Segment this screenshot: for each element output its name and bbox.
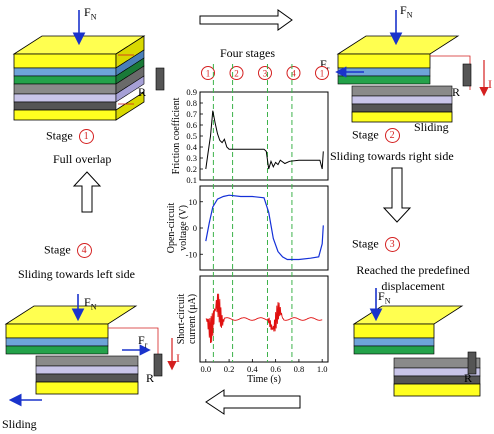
x-tick-label: 0.6 xyxy=(270,364,281,374)
y-tick-label: 0.9 xyxy=(186,87,197,97)
stage-marker: 4 xyxy=(291,69,296,79)
y-tick-label: 0.2 xyxy=(186,164,197,174)
y-tick-label: 0.7 xyxy=(186,109,197,119)
sliding-right-label: Sliding xyxy=(414,120,449,134)
chart-frame xyxy=(199,185,329,271)
stage-1-description: Full overlap xyxy=(53,152,112,166)
current-label-2: I xyxy=(488,77,492,91)
force-symbol: F xyxy=(84,295,91,309)
friction-symbol: F xyxy=(138,333,145,347)
stage-marker-circle xyxy=(286,66,301,80)
friction-series-line xyxy=(205,110,324,170)
y-tick-label: 0 xyxy=(193,223,197,233)
arrow-up xyxy=(72,171,102,213)
y-tick-label: 0.8 xyxy=(186,98,197,108)
friction-subscript: r xyxy=(326,64,330,74)
current-axis-label-line2: current (μA) xyxy=(187,294,198,344)
resistor-label-4: R xyxy=(146,371,155,385)
resistor-label-2: R xyxy=(452,85,461,99)
stage-4-number: 4 xyxy=(76,243,92,258)
stage-2-title: Stage 2 xyxy=(352,128,400,143)
current-label-4: I xyxy=(176,351,180,365)
stage-marker-circle xyxy=(201,66,215,80)
chart-frame xyxy=(199,91,329,181)
stage-word: Stage xyxy=(352,127,379,142)
four-stages-title: Four stages xyxy=(220,46,275,60)
y-tick-label: -10 xyxy=(186,249,197,259)
friction-symbol: F xyxy=(320,57,327,71)
device-stage-4 xyxy=(4,294,177,407)
friction-force-label-2: Fr xyxy=(320,58,329,73)
y-tick-label: 0.1 xyxy=(186,175,197,185)
stage-marker: 1 xyxy=(206,69,211,79)
stage-word: Stage xyxy=(352,236,379,251)
stage-word: Stage xyxy=(44,242,71,257)
device-stage-3 xyxy=(352,288,481,397)
resistor-label-1: R xyxy=(138,85,147,99)
sliding-left-label: Sliding xyxy=(2,417,37,431)
arrow-left xyxy=(205,389,301,415)
x-axis-label: Time (s) xyxy=(247,374,281,385)
force-subscript: N xyxy=(384,296,391,306)
y-tick-label: 0.3 xyxy=(186,153,197,163)
x-tick-label: 0.4 xyxy=(247,364,258,374)
stage-marker-circle xyxy=(315,66,329,80)
force-subscript: N xyxy=(90,12,97,22)
stage-marker: 2 xyxy=(234,69,239,79)
x-tick-label: 0.8 xyxy=(294,364,305,374)
device-stage-2 xyxy=(335,10,489,123)
voltage-axis-label-line1: Open-circuit xyxy=(166,203,177,254)
y-tick-label: 0.4 xyxy=(186,142,197,152)
friction-subscript: r xyxy=(144,340,148,350)
stage-1-number: 1 xyxy=(78,129,94,144)
flow-arrows xyxy=(72,9,412,415)
stage-word: Stage xyxy=(46,128,73,143)
stage-3-number: 3 xyxy=(384,237,400,252)
stage-1-title: Stage 1 xyxy=(46,129,94,144)
stage-marker: 3 xyxy=(263,69,268,79)
normal-force-label-3: FN xyxy=(378,290,390,305)
stage-marker-circle xyxy=(229,66,244,80)
force-symbol: F xyxy=(378,289,385,303)
current-series-line xyxy=(205,293,323,344)
stage-marker: 1 xyxy=(320,69,325,79)
x-tick-label: 0.2 xyxy=(224,364,235,374)
stage-marker-circle xyxy=(258,66,272,80)
normal-force-label-4: FN xyxy=(84,296,96,311)
stage-2-description: Sliding towards right side xyxy=(330,149,454,163)
stage-3-title: Stage 3 xyxy=(352,237,400,252)
stage-2-number: 2 xyxy=(384,128,400,143)
force-subscript: N xyxy=(90,302,97,312)
device-stage-1 xyxy=(12,10,165,121)
stage-3-description: Reached the predefined displacement xyxy=(356,263,470,293)
voltage-axis-label-line2: voltage (V) xyxy=(178,205,189,251)
current-axis-label-line1: Short-circuit xyxy=(176,294,187,345)
normal-force-label-1: FN xyxy=(84,6,96,21)
voltage-series-line xyxy=(205,194,324,261)
y-tick-label: 0.5 xyxy=(186,131,197,141)
stage-4-description: Sliding towards left side xyxy=(18,267,135,281)
arrow-right xyxy=(199,9,293,31)
stage-4-title: Stage 4 xyxy=(44,243,92,258)
x-tick-label: 1.0 xyxy=(317,364,328,374)
friction-force-label-4: Fr xyxy=(138,334,147,349)
arrow-down xyxy=(382,167,412,223)
normal-force-label-2: FN xyxy=(400,4,412,19)
force-symbol: F xyxy=(84,5,91,19)
y-tick-label: 10 xyxy=(189,197,198,207)
friction-axis-label: Friction coefficient xyxy=(171,97,182,174)
resistor-label-3: R xyxy=(464,371,473,385)
force-symbol: F xyxy=(400,3,407,17)
x-tick-label: 0.0 xyxy=(201,364,212,374)
force-subscript: N xyxy=(406,10,413,20)
y-tick-label: 0.6 xyxy=(186,120,197,130)
